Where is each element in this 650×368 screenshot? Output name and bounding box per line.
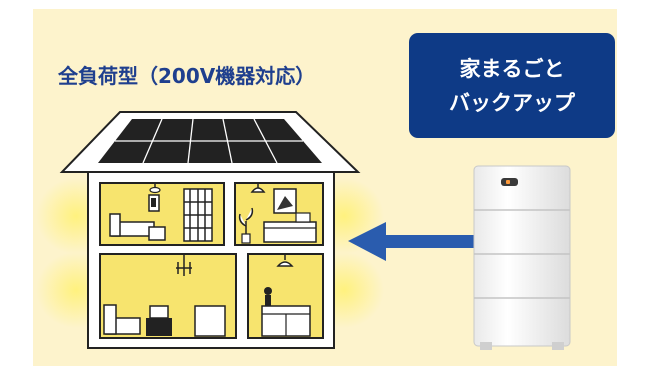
storage-battery	[473, 165, 571, 350]
backup-badge: 家まるごと バックアップ	[409, 33, 615, 138]
badge-line-1: 家まるごと	[459, 56, 565, 81]
power-arrow-icon	[348, 222, 474, 261]
house	[87, 171, 335, 349]
solar-panel	[98, 118, 322, 164]
page-title: 全負荷型（200V機器対応）	[58, 64, 316, 88]
badge-line-2: バックアップ	[449, 90, 575, 115]
